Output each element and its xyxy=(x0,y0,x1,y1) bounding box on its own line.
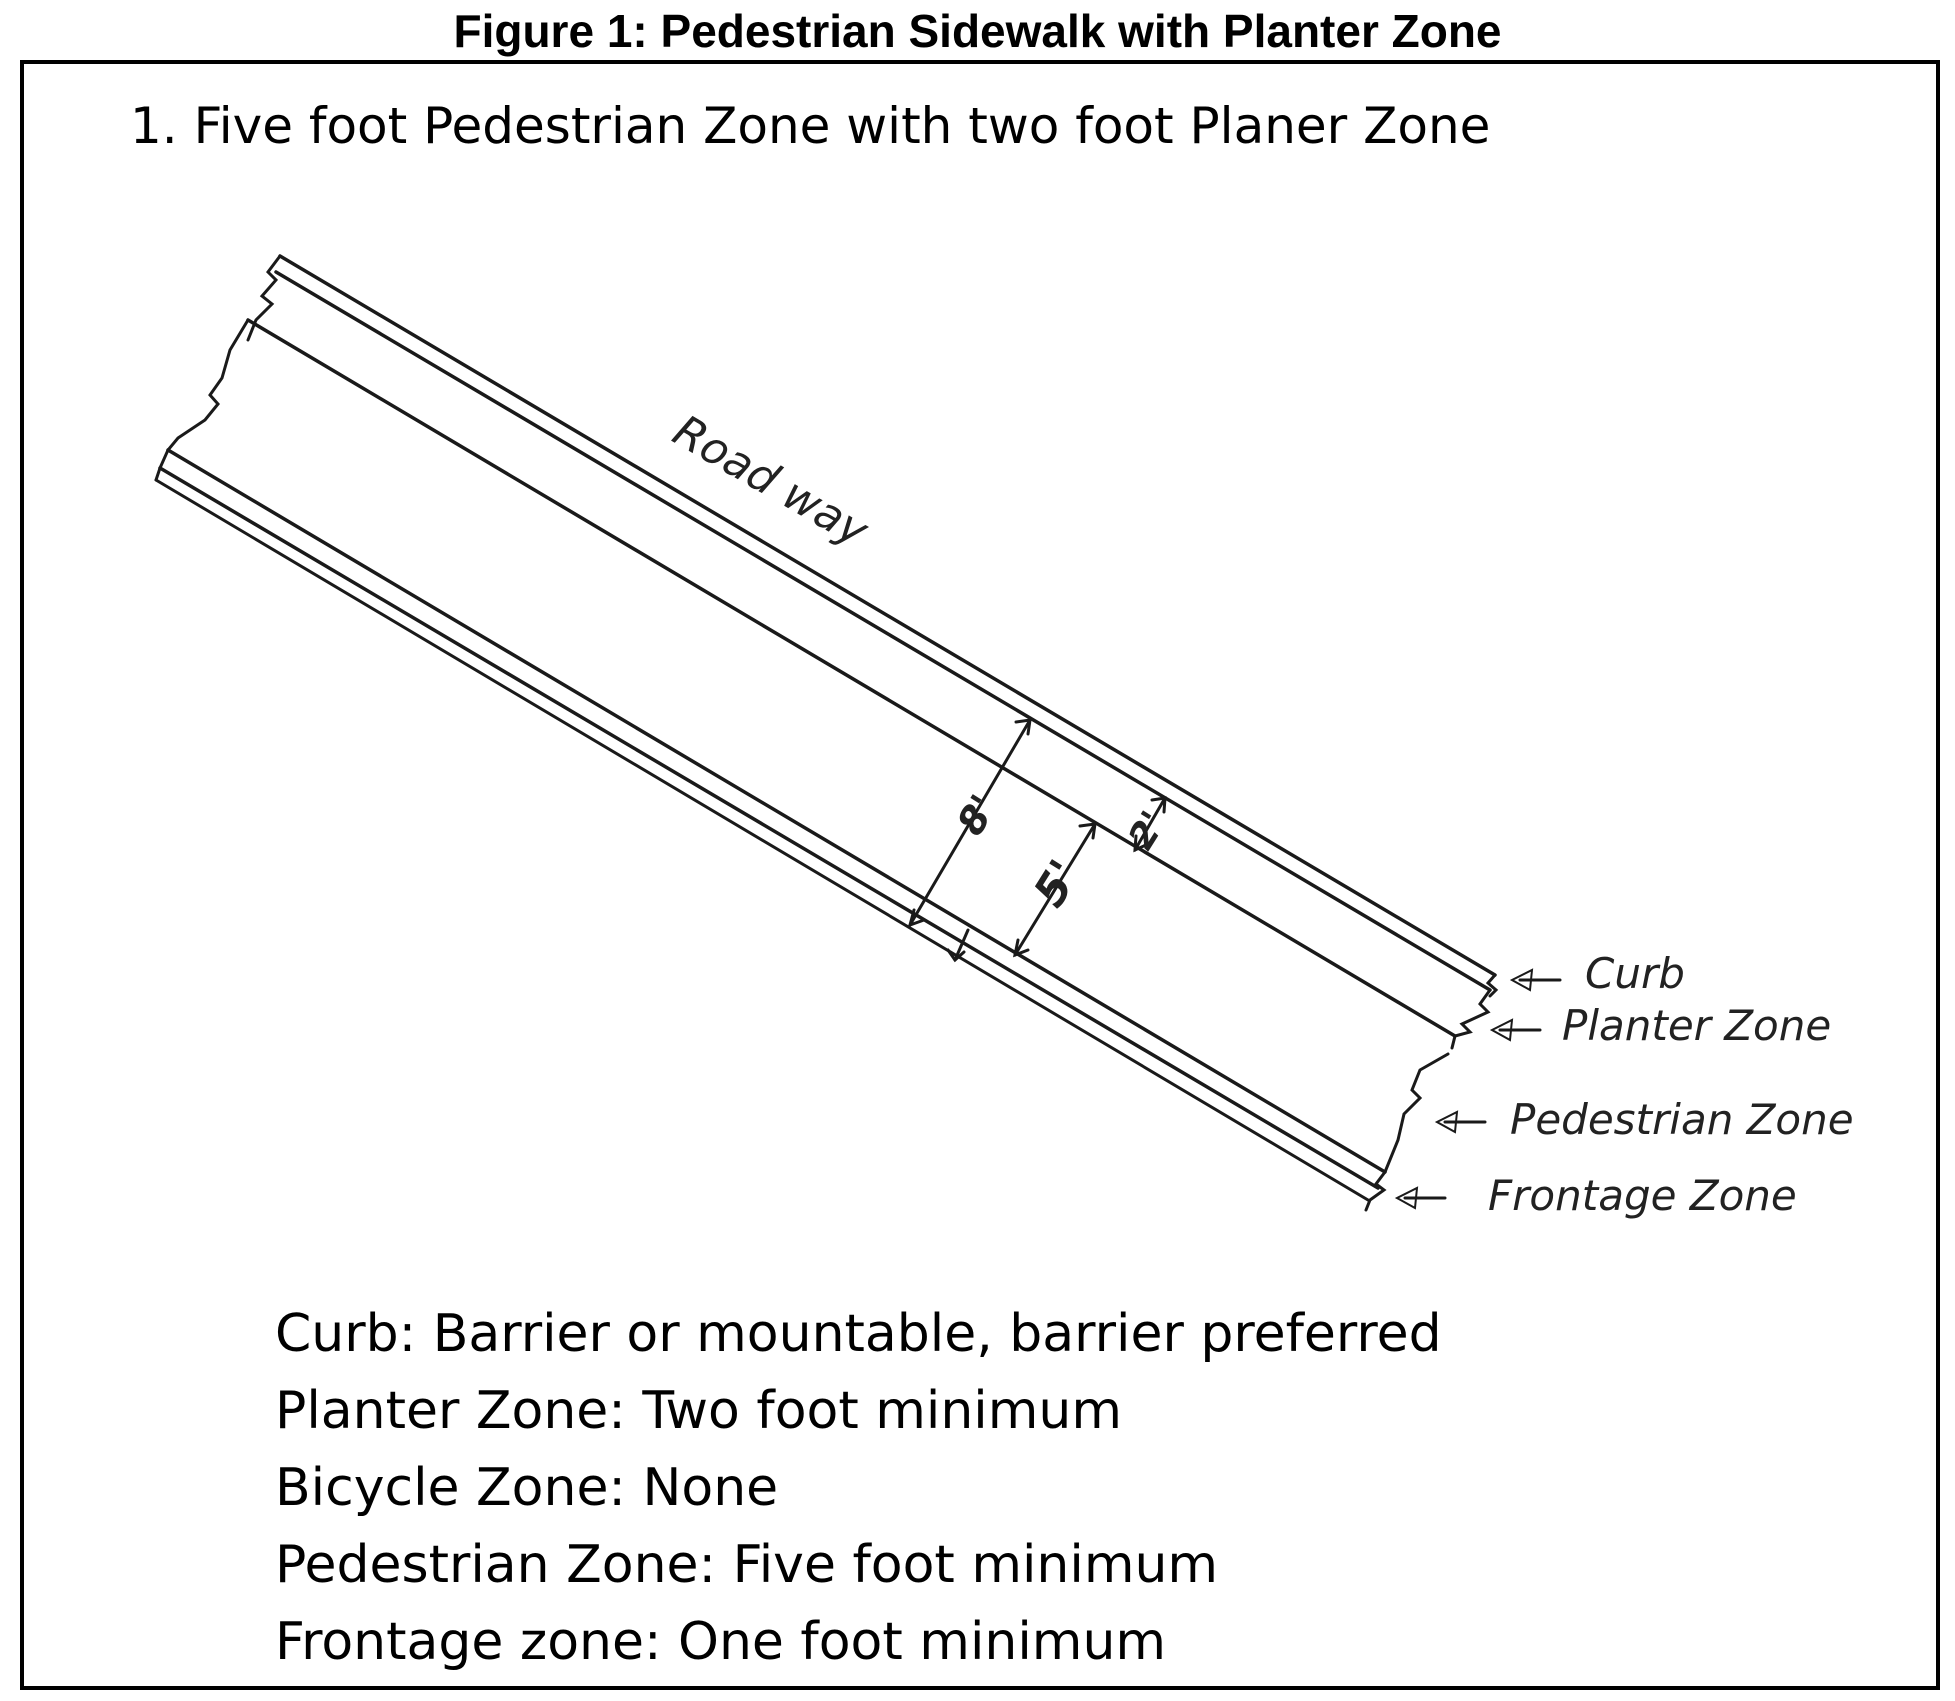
frontage-line-outer xyxy=(158,466,1380,1190)
figure-frame xyxy=(20,60,1940,1690)
dimension-arrow-total-bottom xyxy=(907,908,926,928)
frontage-line-inner xyxy=(154,478,1370,1202)
dimension-line-frontage xyxy=(953,928,970,962)
right-break-line-curb xyxy=(1485,973,1499,998)
callout-frontage-zone: Frontage Zone xyxy=(1394,1171,1797,1220)
callout-planter-zone: Planter Zone xyxy=(1489,1001,1831,1050)
left-break-line-upper xyxy=(246,254,282,342)
dimension-line-planter xyxy=(1133,796,1167,852)
zone-legend: Curb: Barrier or mountable, barrier pref… xyxy=(275,1296,1442,1681)
callout-pedestrian-zone-label: Pedestrian Zone xyxy=(1510,1095,1854,1144)
legend-item-pedestrian-zone: Pedestrian Zone: Five foot minimum xyxy=(275,1535,1219,1595)
dimension-line-pedestrian xyxy=(1013,822,1097,957)
callout-frontage-zone-label: Frontage Zone xyxy=(1488,1171,1797,1220)
dimension-label-planter: 2' xyxy=(1121,804,1175,856)
dimension-label-total: 8' xyxy=(948,787,1005,843)
legend-item-curb: Curb: Barrier or mountable, barrier pref… xyxy=(275,1304,1442,1364)
dimension-arrow-frontage xyxy=(946,948,966,963)
dimension-arrow-pedestrian-bottom xyxy=(1012,938,1030,958)
pedestrian-boundary-line xyxy=(166,448,1387,1174)
dimension-arrow-pedestrian-top xyxy=(1078,822,1097,840)
figure-heading: 1. Five foot Pedestrian Zone with two fo… xyxy=(130,97,1491,155)
right-break-line-pedestrian xyxy=(1383,1052,1450,1174)
curb-line-outer xyxy=(278,254,1497,977)
dimension-line-total xyxy=(908,718,1032,927)
dimension-arrow-total-top xyxy=(1014,718,1032,736)
right-break-line-planter xyxy=(1450,988,1492,1050)
callout-planter-zone-label: Planter Zone xyxy=(1562,1001,1831,1050)
planter-boundary-line xyxy=(246,318,1457,1038)
dimension-label-pedestrian: 5' xyxy=(1024,851,1091,915)
legend-item-frontage-zone: Frontage zone: One foot minimum xyxy=(275,1612,1167,1672)
curb-line-inner xyxy=(274,270,1492,992)
legend-item-planter-zone: Planter Zone: Two foot minimum xyxy=(275,1381,1123,1441)
roadway-label: Road way xyxy=(665,405,878,557)
figure-title: Figure 1: Pedestrian Sidewalk with Plant… xyxy=(453,5,1502,57)
right-break-line-frontage xyxy=(1364,1170,1387,1212)
dimension-arrow-planter-top xyxy=(1150,796,1167,814)
callout-pedestrian-zone: Pedestrian Zone xyxy=(1434,1095,1854,1144)
callout-curb: Curb xyxy=(1509,949,1685,998)
callout-curb-label: Curb xyxy=(1585,949,1685,998)
left-break-line-lower xyxy=(154,318,250,482)
dimension-arrow-planter-bottom xyxy=(1133,834,1150,853)
legend-item-bicycle-zone: Bicycle Zone: None xyxy=(275,1458,779,1518)
